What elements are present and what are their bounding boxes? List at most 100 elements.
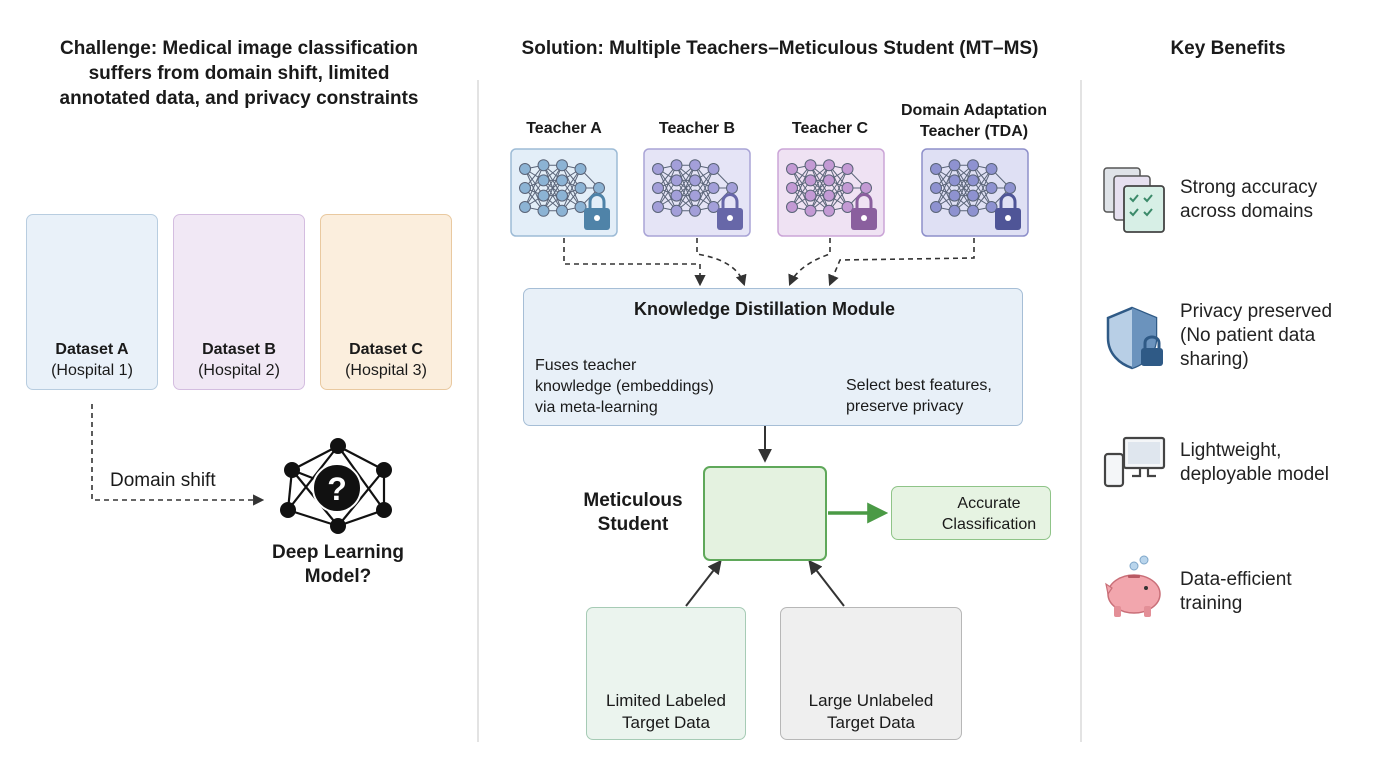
benefit-privacy-line-2: (No patient data [1180,325,1316,346]
network-node [967,189,979,202]
network-node [786,163,798,175]
network-node [841,201,854,213]
network-node [726,182,738,194]
network-node [823,204,835,217]
network-node [786,182,798,194]
benefit-data-efficient: Data-efficient training [1180,568,1292,616]
network-edge [972,168,992,212]
shield-lock-icon [1106,306,1163,370]
kd-right-line-1: Select best features, [846,377,992,394]
network-node [823,189,835,202]
network-edge [935,168,955,212]
benefit-lightweight-line-2: deployable model [1180,464,1329,485]
benefit-privacy: Privacy preserved (No patient data shari… [1180,300,1332,372]
network-node [948,159,961,172]
kd-left-text: Fuses teacher knowledge (embeddings) via… [535,355,714,418]
network-node [841,163,854,175]
unlabeled-to-student-arrow [808,559,845,607]
network-node [860,182,872,194]
domain-shift-label: Domain shift [110,470,216,491]
network-node [574,163,587,175]
challenge-title-line-1: Challenge: Medical image classification [60,38,418,59]
teacher-a-title: Teacher A [526,120,602,137]
challenge-title: Challenge: Medical image classification … [20,36,458,111]
network-node [689,204,701,217]
network-edge [791,164,811,208]
dataset-a-site: (Hospital 1) [51,362,133,379]
checklist-documents-icon [1103,167,1165,233]
dataset-a-card: Dataset A (Hospital 1) [26,214,158,390]
teacher-a-card [510,148,618,237]
question-mark-icon [312,463,362,513]
model-label-line-2: Model? [304,566,372,587]
network-edge [561,168,581,212]
tda-title: Domain Adaptation Teacher (TDA) [884,100,1064,142]
lock-icon [995,193,1021,230]
labeled-line-1: Limited Labeled [605,691,727,710]
kd-right-text: Select best features, preserve privacy [846,375,992,417]
network-edge [694,168,714,212]
benefit-accuracy: Strong accuracy across domains [1180,176,1317,224]
network-node [930,201,942,213]
network-edge [954,165,974,211]
output-line-1: Accurate [957,495,1021,512]
knowledge-distillation-module: Knowledge Distillation Module Fuses teac… [523,288,1023,426]
dataset-b-card: Dataset B (Hospital 2) [173,214,305,390]
network-node [985,201,998,213]
benefit-privacy-line-1: Privacy preserved [1180,301,1333,322]
unlabeled-data-text: Large Unlabeled Target Data [781,690,961,734]
piggy-bank-icon [1105,555,1161,617]
model-label-line-1: Deep Learning [272,542,404,563]
network-edge [828,164,848,208]
labeled-line-2: Target Data [622,713,710,732]
network-node [689,159,701,172]
network-node [574,182,587,194]
network-node [804,189,817,202]
kd-left-line-3: via meta-learning [535,399,658,416]
benefit-data-efficient-line-1: Data-efficient [1180,569,1292,590]
labeled-to-student-arrow [685,559,722,607]
solution-title: Solution: Multiple Teachers–Meticulous S… [521,38,1039,59]
network-nodes [280,438,392,534]
domain-shift-arrow [91,404,265,506]
network-edge [972,164,992,208]
network-node [948,174,961,187]
devices-icon [1103,436,1166,488]
network-node [670,174,683,187]
network-node [930,163,942,175]
output-text: Accurate Classification [928,493,1050,535]
svg-text:?: ? [327,471,347,507]
network-node [556,159,568,172]
network-node [670,189,683,202]
meticulous-student-label: Meticulous Student [574,489,692,537]
lock-icon [851,193,877,230]
kd-right-line-2: preserve privacy [846,398,964,415]
teacher-b-arrow [696,238,747,287]
tda-card [921,148,1029,237]
network-node [985,163,998,175]
benefit-lightweight: Lightweight, deployable model [1180,439,1329,487]
tda-title-line-2: Teacher (TDA) [919,123,1029,140]
kd-title: Knowledge Distillation Module [634,299,895,319]
network-node [823,159,835,172]
network-node [537,189,550,202]
network-node [652,201,664,213]
network-edge [791,168,811,212]
network-node [985,182,998,194]
network-node [652,163,664,175]
unlabeled-line-2: Target Data [827,713,915,732]
network-node [670,159,683,172]
key-benefits-title: Key Benefits [1170,38,1286,59]
network-node [652,182,664,194]
network-node [707,163,720,175]
network-node [786,201,798,213]
limited-labeled-data-card: Limited Labeled Target Data [586,607,746,740]
dataset-c-card: Dataset C (Hospital 3) [320,214,452,390]
network-node [967,174,979,187]
network-node [670,204,683,217]
student-label-line-1: Meticulous [583,490,683,511]
left-divider [477,80,479,742]
network-node [556,204,568,217]
dataset-c-site: (Hospital 3) [345,362,427,379]
challenge-title-line-3: annotated data, and privacy constraints [59,88,419,109]
